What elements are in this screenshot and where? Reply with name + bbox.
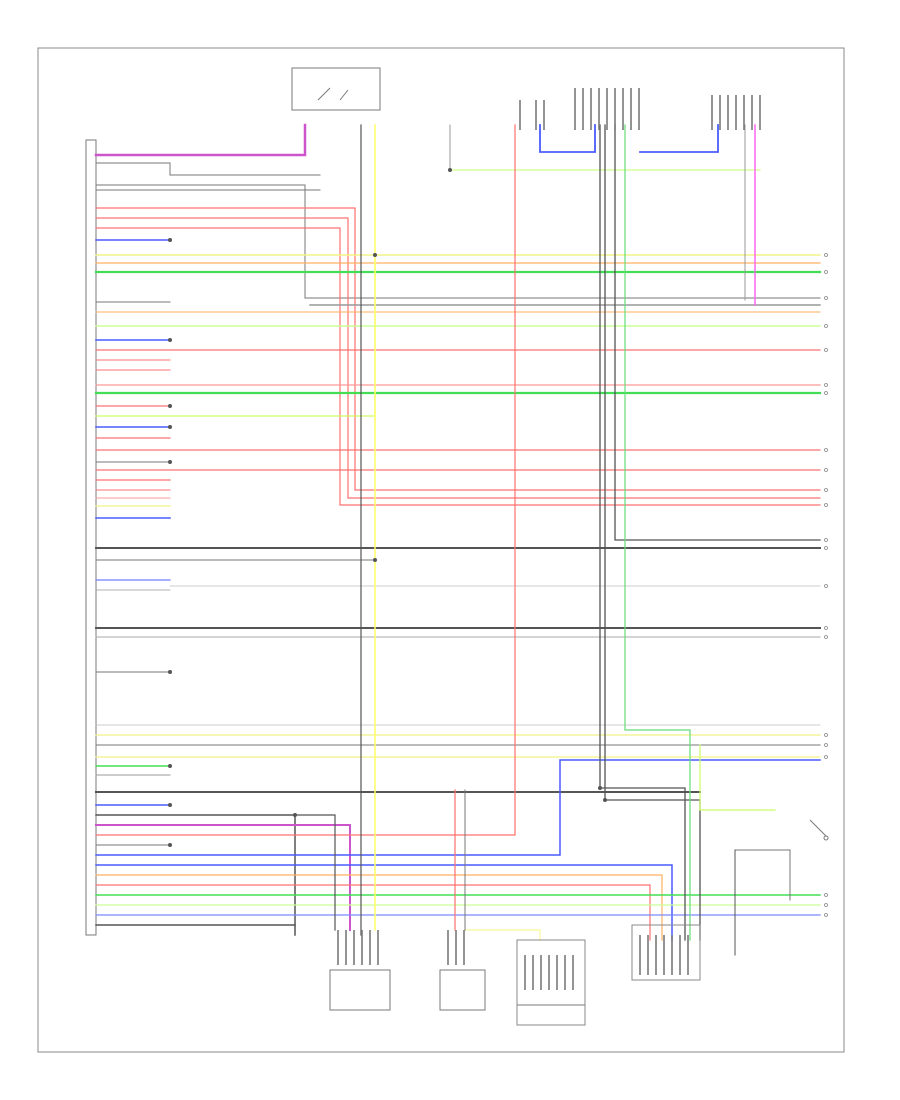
wire-dark-vert-4 <box>599 124 686 941</box>
terminal-circle <box>824 538 828 542</box>
junction-dot <box>168 460 172 464</box>
terminal-circle <box>824 391 828 395</box>
wire-lightgreen-2 <box>95 254 376 417</box>
connector-pins-3 <box>519 100 545 130</box>
idle-module-box <box>516 1004 586 1026</box>
junction-dot <box>448 168 452 172</box>
terminal-circle <box>824 296 828 300</box>
junction-dot <box>603 798 607 802</box>
wire-dark-1 <box>95 162 321 176</box>
vss-switch <box>809 819 827 837</box>
wire-dark-vert-3 <box>614 124 821 541</box>
wire-blue-7 <box>95 759 821 856</box>
switch-contact-2 <box>339 89 349 101</box>
terminal-circle <box>824 488 828 492</box>
wire-blue-8 <box>95 864 673 941</box>
junction-dot <box>168 425 172 429</box>
switch-contact <box>317 87 331 101</box>
wire-blue-vert-1 <box>539 124 596 153</box>
wire-red-3 <box>95 227 821 506</box>
junction-dot <box>293 813 297 817</box>
terminal-circle <box>824 893 828 897</box>
vss-node <box>823 835 829 841</box>
terminal-circle <box>824 448 828 452</box>
tps-pins <box>447 930 465 965</box>
wire-red-14 <box>95 884 651 941</box>
connector-pins-1 <box>574 88 640 130</box>
tps-box <box>439 969 486 1011</box>
wire-yellow-vert-2 <box>464 929 541 941</box>
terminal-circle <box>824 913 828 917</box>
wire-violet-2 <box>95 824 351 931</box>
terminal-circle <box>824 468 828 472</box>
terminal-circle <box>824 253 828 257</box>
wire-red-13 <box>95 124 516 836</box>
terminal-circle <box>824 324 828 328</box>
junction-dot <box>168 338 172 342</box>
junction-dot <box>598 786 602 790</box>
junction-dot <box>168 843 172 847</box>
junction-dot <box>168 238 172 242</box>
wire-blue-vert-2 <box>639 124 719 153</box>
coolant-sensor-box <box>329 969 391 1011</box>
terminal-circle <box>824 383 828 387</box>
wire-violet <box>94 123 307 157</box>
junction-dot <box>168 764 172 768</box>
terminal-circle <box>824 270 828 274</box>
terminal-circle <box>824 503 828 507</box>
right-terminal-group <box>824 253 828 917</box>
wire-red-2 <box>95 217 821 499</box>
terminal-circle <box>824 743 828 747</box>
wire-lightgreen-vert <box>699 744 776 811</box>
junction-group <box>168 168 607 847</box>
module-group <box>291 67 829 1026</box>
maf-pins <box>639 935 689 975</box>
terminal-circle <box>824 546 828 550</box>
terminal-circle <box>824 348 828 352</box>
connector-pins-2 <box>711 95 761 130</box>
idle-module-outline <box>516 939 586 1026</box>
maf-outline <box>631 924 701 981</box>
junction-dot <box>373 253 377 257</box>
diagram-frame <box>37 47 845 1053</box>
junction-dot <box>168 803 172 807</box>
junction-dot <box>168 404 172 408</box>
terminal-circle <box>824 635 828 639</box>
wire-red-1 <box>95 207 821 491</box>
coolant-sensor-pins <box>337 930 379 965</box>
terminal-circle <box>824 755 828 759</box>
junction-dot <box>168 670 172 674</box>
terminal-circle <box>824 626 828 630</box>
terminal-circle <box>824 903 828 907</box>
wire-dark-link <box>294 814 336 931</box>
wire-dark-2 <box>95 184 821 299</box>
wire-group <box>94 123 822 956</box>
terminal-circle <box>824 584 828 588</box>
terminal-circle <box>824 733 828 737</box>
wire-dark-vert-2 <box>604 124 701 941</box>
junction-dot <box>373 558 377 562</box>
ecm-connector-strip <box>85 139 97 936</box>
wire-gray-vert-3 <box>734 849 791 901</box>
ignition-switch-box <box>291 67 381 111</box>
idle-pins <box>524 955 574 990</box>
wire-green-vert-1 <box>624 124 691 941</box>
wire-orange-3 <box>95 874 663 941</box>
